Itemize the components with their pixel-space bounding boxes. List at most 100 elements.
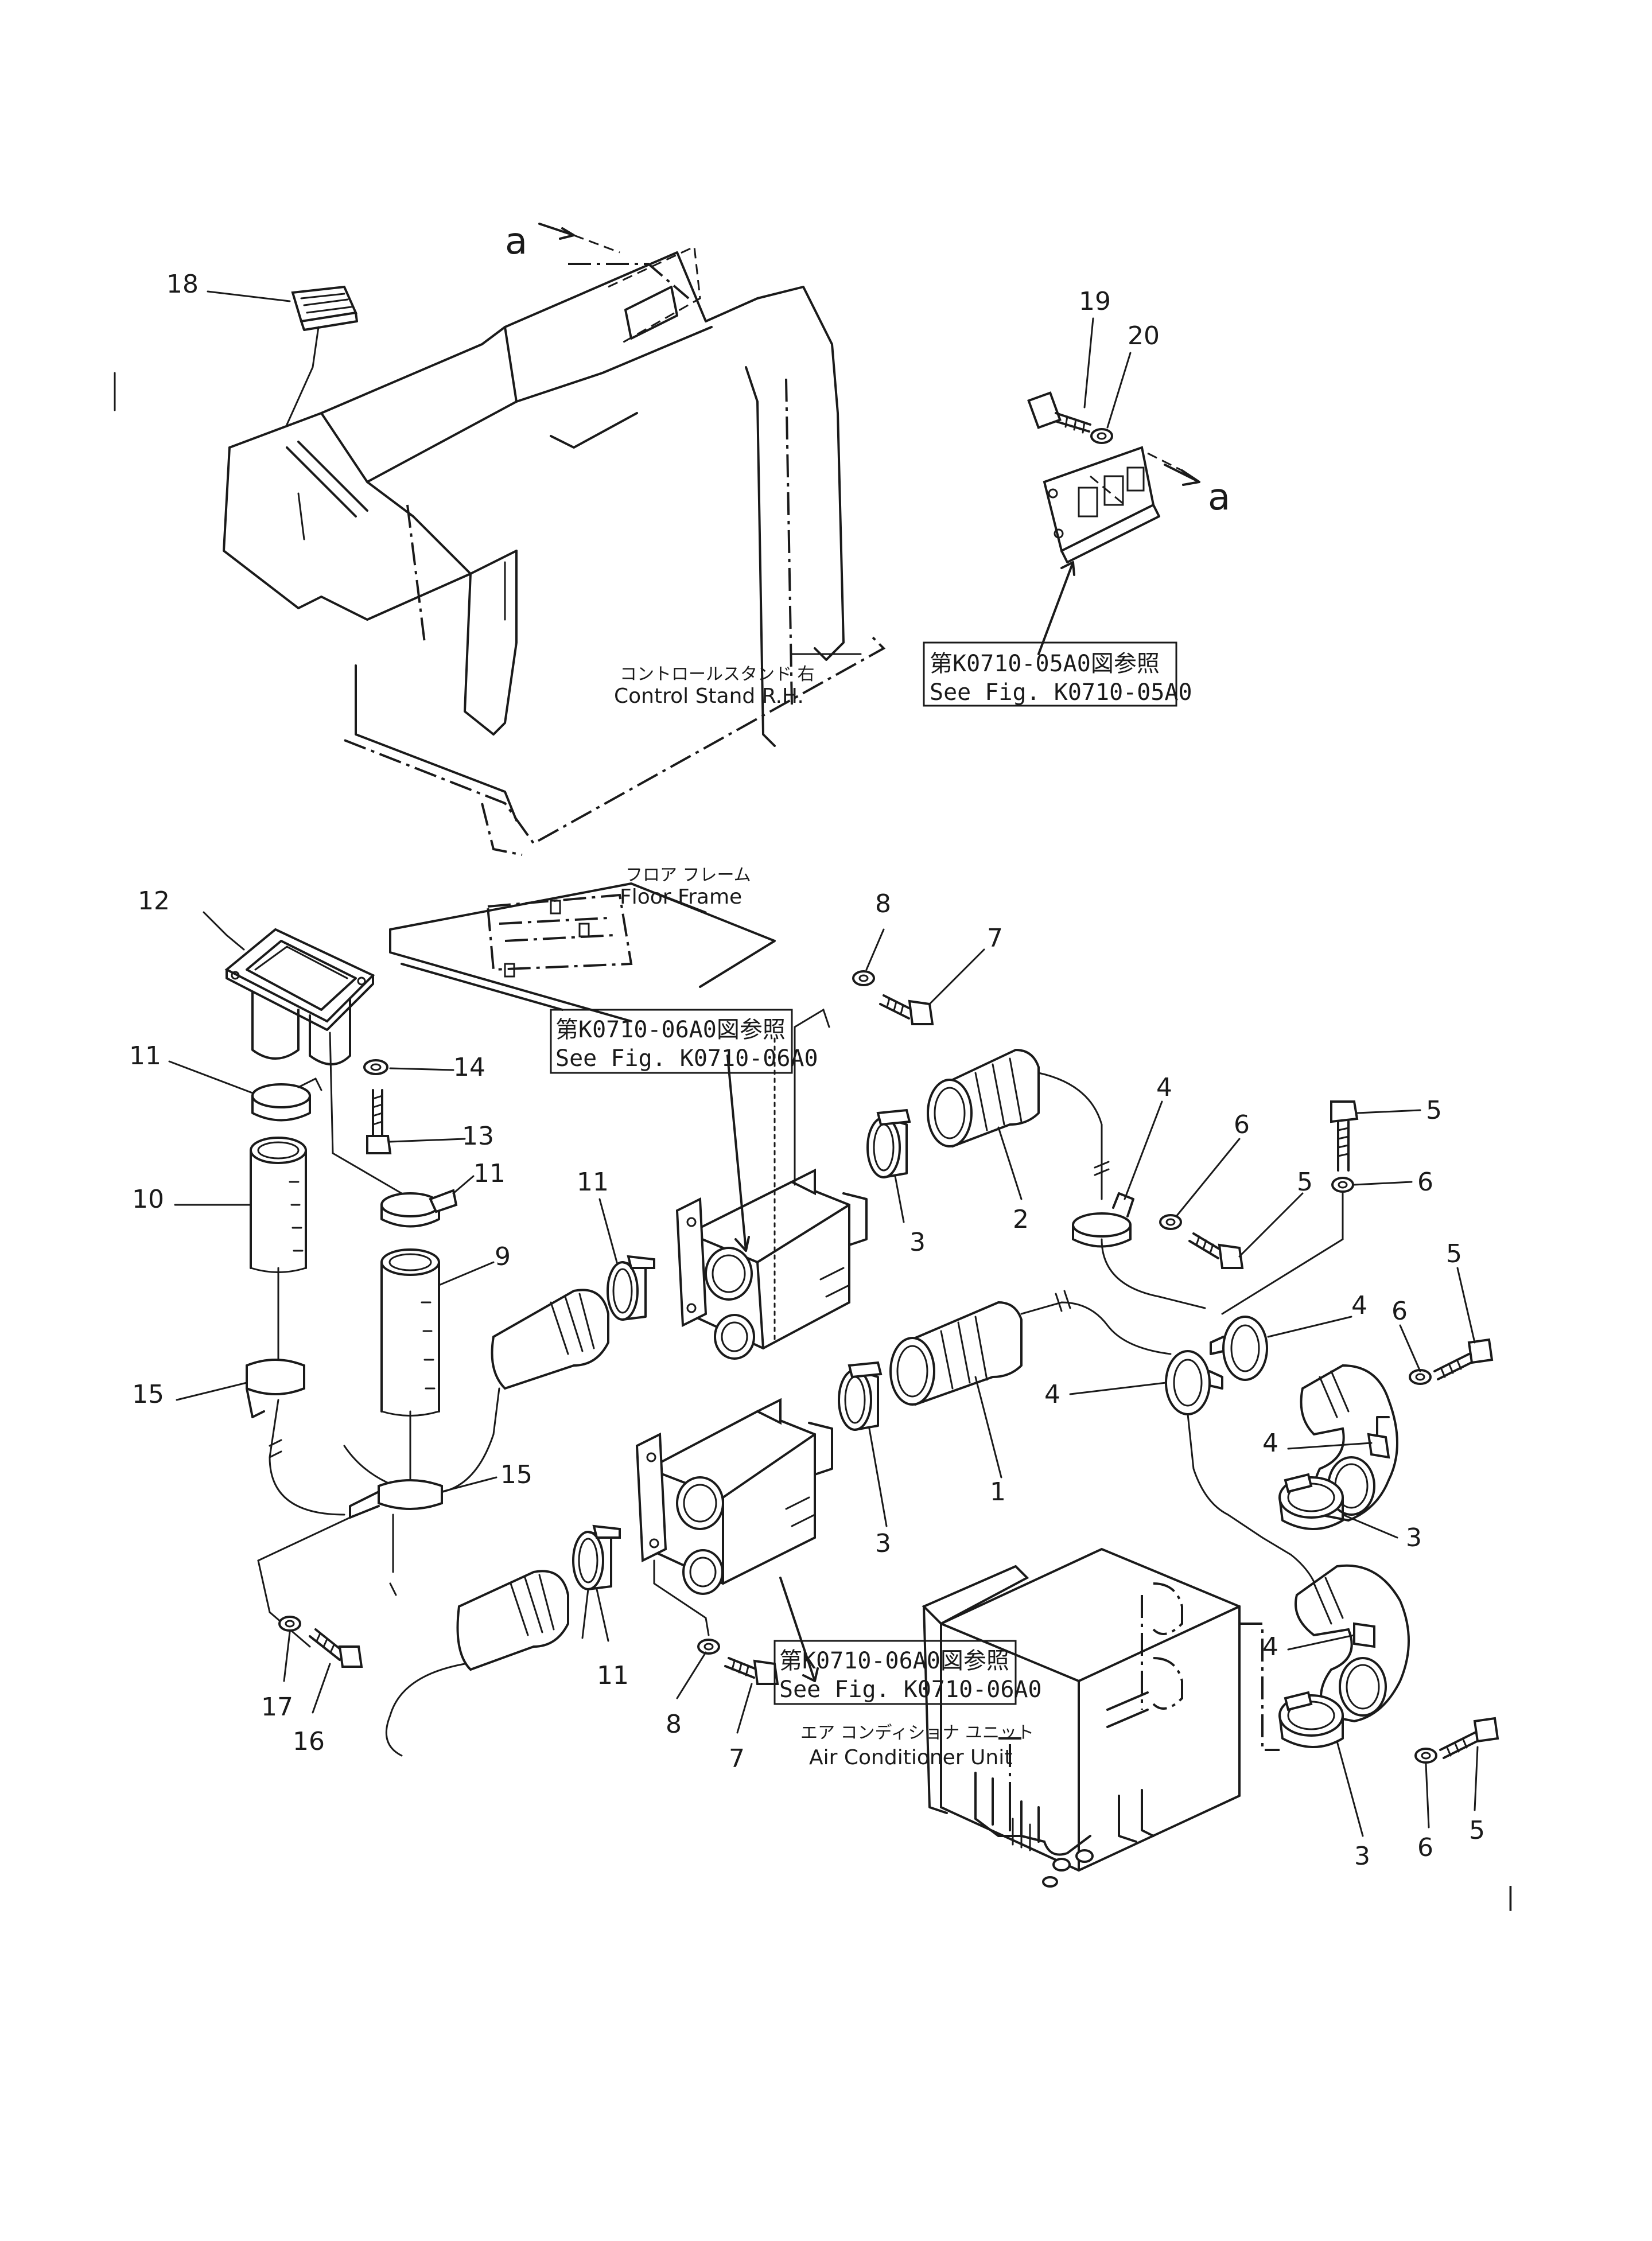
callout-8-b: 8 — [666, 1710, 682, 1739]
leader-lines — [168, 290, 1479, 1837]
part-17-washer — [278, 1616, 301, 1632]
callout-3-d: 3 — [1354, 1842, 1370, 1871]
leader-path-5-top — [1221, 1192, 1344, 1315]
flex-hose-upper — [343, 1289, 609, 1495]
part-3-clamp-right — [1278, 1473, 1344, 1530]
part-4-clamp-elbow-upper — [1367, 1416, 1390, 1459]
callout-12: 12 — [138, 886, 170, 916]
view-a-arrow-right — [1164, 464, 1200, 486]
part-1-hose — [889, 1290, 1172, 1406]
view-a-arrow-top — [538, 223, 620, 254]
callout-6-c: 6 — [1391, 1297, 1408, 1326]
part-11-clamp-center-left — [380, 1189, 458, 1228]
callout-6-d: 6 — [1417, 1833, 1433, 1862]
hose-line-mid — [1187, 1413, 1264, 1539]
callout-2: 2 — [1013, 1205, 1029, 1234]
part-7-bolt-upper — [879, 994, 934, 1025]
ref-06A0-upper-en: See Fig. K0710-06A0 — [555, 1045, 818, 1072]
ref-box-06A0-lower — [773, 1640, 1017, 1705]
callout-9: 9 — [495, 1242, 511, 1271]
leader-path-15-to-16 — [257, 1516, 351, 1648]
part-5-bolt-top — [1330, 1100, 1359, 1172]
elbow-hose-lower — [1295, 1564, 1410, 1723]
callout-3-c: 3 — [1406, 1523, 1422, 1553]
part-12-outlet — [224, 928, 375, 1065]
part-16-bolt — [309, 1628, 363, 1668]
part-7-bolt-lower — [724, 1657, 779, 1685]
label-air-conditioner-en: Air Conditioner Unit — [809, 1746, 1012, 1769]
label-control-stand-jp: コントロールスタンド 右 — [620, 664, 815, 684]
control-stand-drawing — [223, 245, 886, 856]
callout-17: 17 — [261, 1693, 293, 1722]
part-4-clamp-mid-left — [1165, 1350, 1223, 1415]
part-19-bolt — [1027, 391, 1091, 434]
part-13-bolt — [366, 1089, 392, 1154]
part-3-clamp-upper — [866, 1108, 911, 1178]
callout-11-c: 11 — [577, 1168, 609, 1197]
callout-11-d: 11 — [597, 1661, 629, 1690]
air-conditioner-unit-drawing — [922, 1547, 1280, 1888]
callout-5-d: 5 — [1469, 1816, 1485, 1845]
callout-18: 18 — [166, 270, 199, 299]
callout-4-a: 4 — [1156, 1073, 1172, 1102]
label-air-conditioner-jp: エア コンディショナ ユニット — [800, 1723, 1034, 1743]
callout-4-c: 4 — [1044, 1380, 1060, 1409]
callout-16: 16 — [293, 1727, 325, 1756]
ref-06A0-lower-en: See Fig. K0710-06A0 — [779, 1676, 1042, 1703]
part-4-clamp-mid-right — [1210, 1316, 1268, 1381]
part-6-washer-lower — [1414, 1748, 1437, 1764]
part-9-duct — [380, 1248, 440, 1417]
part-5-bolt-lower — [1439, 1717, 1499, 1759]
part-4-clamp-upper — [1072, 1192, 1206, 1309]
part-11-clamp-upper-left — [251, 1077, 322, 1122]
part-15-clamp-left — [246, 1267, 305, 1418]
blower-box-lower — [635, 1398, 833, 1595]
part-2-hose — [927, 1049, 1110, 1200]
callout-15-a: 15 — [132, 1380, 164, 1409]
ref-box-06A0-upper — [550, 1009, 793, 1074]
blower-box-upper — [675, 1168, 868, 1360]
leader-path-8-lower — [653, 1559, 710, 1636]
label-floor-frame-en: Floor Frame — [620, 885, 742, 909]
callout-5-b: 5 — [1426, 1096, 1442, 1125]
part-5-bolt-mid — [1188, 1232, 1244, 1269]
callout-7-a: 7 — [987, 924, 1003, 953]
part-8-washer-lower — [697, 1639, 720, 1655]
leader-path-12-to-11 — [329, 1032, 403, 1195]
view-mark-a-right: a — [1208, 476, 1230, 519]
ref-05A0-jp: 第K0710-05A0図参照 — [930, 651, 1160, 677]
callout-20: 20 — [1128, 321, 1160, 351]
part-11-clamp-mid — [607, 1255, 655, 1321]
label-control-stand-en: Control Stand R.H. — [614, 684, 804, 708]
part-3-clamp-mid — [838, 1361, 883, 1431]
part-6-washer-top — [1331, 1177, 1354, 1193]
ref-05A0-en: See Fig. K0710-05A0 — [930, 679, 1192, 706]
callout-4-b: 4 — [1351, 1291, 1367, 1320]
callout-3-a: 3 — [909, 1228, 926, 1257]
part-6-washer-mid — [1159, 1214, 1182, 1230]
ref-arrow-05A0 — [1037, 561, 1075, 655]
callout-13: 13 — [462, 1122, 494, 1151]
callout-11-b: 11 — [473, 1159, 506, 1188]
part-15-clamp-bottom — [349, 1410, 443, 1519]
ref-06A0-upper-jp: 第K0710-06A0図参照 — [555, 1017, 786, 1043]
part-8-washer-upper — [852, 970, 875, 986]
floor-frame-drawing — [389, 882, 776, 1022]
part-4-clamp-elbow-lower — [1353, 1622, 1375, 1648]
callout-6-b: 6 — [1417, 1168, 1433, 1197]
part-20-washer — [1090, 428, 1113, 444]
part-14-washer — [363, 1059, 388, 1075]
part-11-clamp-lower — [572, 1524, 621, 1590]
part-5-bolt-right — [1433, 1338, 1494, 1380]
callout-3-b: 3 — [875, 1529, 891, 1558]
label-floor-frame-jp: フロア フレーム — [625, 865, 751, 885]
callout-15-b: 15 — [500, 1460, 532, 1489]
callout-4-e: 4 — [1262, 1632, 1278, 1662]
hose-break-mark — [389, 1514, 397, 1596]
ref-06A0-lower-jp: 第K0710-06A0図参照 — [779, 1648, 1009, 1674]
callout-8-a: 8 — [875, 889, 891, 919]
ref-box-05A0 — [923, 641, 1177, 707]
leader-path-8-upper — [794, 1008, 830, 1186]
